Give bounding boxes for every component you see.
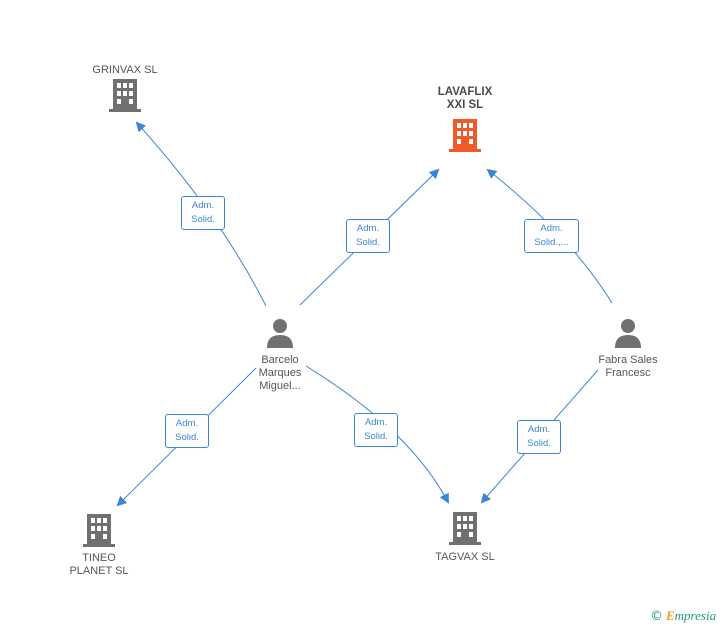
- brand-name: mpresia: [674, 608, 717, 623]
- relation-badge-barcelo-tagvax[interactable]: Adm. Solid.: [354, 413, 398, 447]
- relation-badge-barcelo-grinvax[interactable]: Adm. Solid.: [181, 196, 225, 230]
- company-node-tagvax[interactable]: TAGVAX SL: [410, 510, 520, 564]
- relation-badge-fabra-lavaflix[interactable]: Adm. Solid.,...: [524, 219, 579, 253]
- building-icon: [449, 512, 481, 545]
- company-node-lavaflix[interactable]: LAVAFLIX XXI SL: [410, 86, 520, 153]
- brand-initial: E: [666, 608, 675, 623]
- relation-badge-fabra-tagvax[interactable]: Adm. Solid.: [517, 420, 561, 454]
- building-icon: [109, 79, 141, 112]
- person-name: Fabra Sales Francesc: [598, 354, 658, 379]
- company-name: LAVAFLIX XXI SL: [437, 86, 493, 111]
- person-icon: [615, 319, 641, 348]
- person-node-barcelo[interactable]: Barcelo Marques Miguel...: [230, 318, 330, 393]
- relation-badge-barcelo-tineo[interactable]: Adm. Solid.: [165, 414, 209, 448]
- relation-badge-barcelo-lavaflix[interactable]: Adm. Solid.: [346, 219, 390, 253]
- company-node-grinvax[interactable]: GRINVAX SL: [70, 64, 180, 113]
- company-node-tineo[interactable]: TINEO PLANET SL: [44, 512, 154, 578]
- company-name: TINEO PLANET SL: [69, 552, 129, 577]
- building-icon: [83, 514, 115, 547]
- person-icon: [267, 319, 293, 348]
- company-name: TAGVAX SL: [435, 551, 495, 563]
- building-icon: [449, 119, 481, 152]
- empresia-brand[interactable]: ©Empresia: [650, 608, 716, 624]
- company-name: GRINVAX SL: [92, 64, 158, 76]
- person-name: Barcelo Marques Miguel...: [258, 354, 302, 392]
- person-node-fabra[interactable]: Fabra Sales Francesc: [578, 318, 678, 380]
- copyright-icon: ©: [650, 609, 663, 624]
